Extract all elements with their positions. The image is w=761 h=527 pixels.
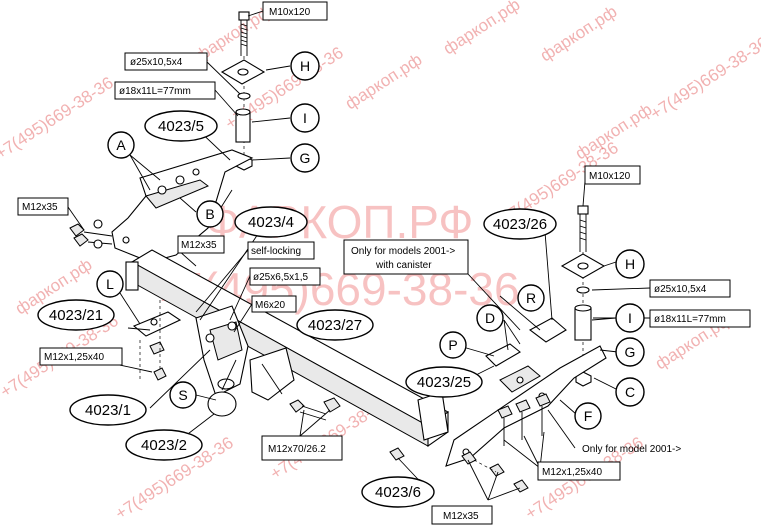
washer [237,92,251,100]
callout-i-top: I [303,110,307,126]
part-4023-26: 4023/26 [493,216,547,233]
callout-b: B [205,206,214,222]
watermark-phone: +7(495)669-38-36 [647,33,761,123]
callout-f: F [584,408,593,424]
part-4023-2: 4023/2 [141,437,187,454]
callout-r: R [526,290,536,306]
label-washer-right: ø25x10,5x4 [654,284,707,295]
label-only-2001-canister-line1: Only for models 2001-> [351,246,455,257]
callout-g-top: G [300,150,311,166]
part-4023-27: 4023/27 [308,317,362,334]
label-m12x35-left: M12x35 [22,202,58,213]
part-4023-4: 4023/4 [248,214,294,231]
callout-h-right: H [625,256,635,272]
part-4023-1: 4023/1 [85,402,131,419]
label-m12x125-left: M12x1,25x40 [44,352,104,363]
callout-a: A [116,137,126,153]
right-lower-bolts [389,393,551,493]
label-only-2001-canister-line2: with canister [375,260,432,271]
spec-labels: M10x120 ø25x10,5x4 ø18x11L=77mm M12x35 M… [17,1,751,525]
leader-lines [67,10,651,501]
part-4023-5: 4023/5 [158,118,204,135]
top-bolt-assembly [220,11,266,171]
bolt-head [238,11,250,21]
watermark-brand: фаркоп.рф [537,2,621,66]
watermark-phone: +7(495)669-38-36 [0,73,117,163]
left-lower-bracket [132,300,182,381]
part-4023-21: 4023/21 [49,307,103,324]
callout-p: P [448,337,457,353]
callout-g-right: G [625,344,636,360]
label-m12x35-bottom: M12x35 [443,511,479,522]
ball-mount [195,305,295,417]
label-m10x120-right: M10x120 [589,171,631,182]
label-only-2001: Only for model 2001-> [582,444,681,455]
left-bolts [69,219,113,249]
callout-s: S [178,387,187,403]
callout-l: L [106,276,114,292]
callout-c: C [625,384,635,400]
label-spacer-top: ø18x11L=77mm [119,86,191,97]
callout-h-top: H [300,58,310,74]
watermark-brand: фаркоп.рф [440,0,524,58]
part-4023-25: 4023/25 [417,374,471,391]
label-washer-mid: ø25x6,5x1,5 [253,272,308,283]
label-m12x70: M12x70/26.2 [268,444,326,455]
label-m10x120-top: M10x120 [269,7,311,18]
m12x70-bolt [289,397,341,421]
label-m12x35-mid: M12x35 [181,240,217,251]
callout-i-right: I [628,310,632,326]
letter-callouts: A B H I G L S P D R H I G C F [96,51,645,430]
watermark-brand: фаркоп.рф [342,50,426,114]
label-washer-top: ø25x10,5x4 [130,57,183,68]
label-m12x125-right: M12x1,25x40 [542,467,602,478]
label-self-locking: self-locking [251,246,301,257]
part-4023-6: 4023/6 [375,484,421,501]
label-m6x20: M6x20 [255,300,285,311]
label-spacer-right: ø18x11L=77mm [654,314,726,325]
callout-d: D [485,310,495,326]
part-numbers: 4023/5 4023/4 4023/26 4023/21 4023/27 40… [37,110,557,508]
spacer-tube [235,111,251,143]
right-bolt-assembly [560,205,606,387]
